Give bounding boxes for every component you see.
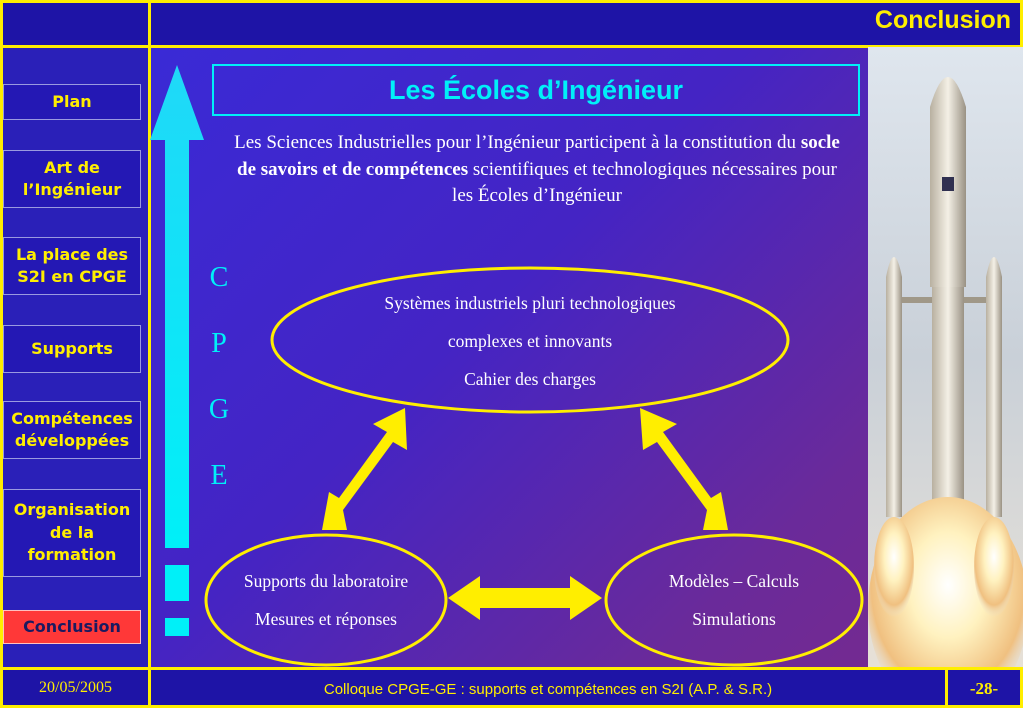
- left-ellipse-line2: Mesures et réponses: [255, 609, 397, 629]
- nav-supports[interactable]: Supports: [3, 325, 141, 373]
- bottom-bar: [0, 667, 1023, 708]
- left-ellipse: [204, 533, 448, 667]
- right-ellipse-text: Modèles – Calculs Simulations: [614, 562, 854, 638]
- page-title: Conclusion: [874, 6, 1011, 34]
- top-bar: [0, 0, 1023, 47]
- footer-date: 20/05/2005: [39, 679, 112, 696]
- section-heading: Les Écoles d’Ingénieur: [212, 64, 860, 116]
- intro-paragraph: Les Sciences Industrielles pour l’Ingéni…: [232, 130, 842, 210]
- nav-organisation[interactable]: Organisation de la formation: [3, 489, 141, 577]
- top-ellipse-text: Systèmes industriels pluri technologique…: [300, 284, 760, 398]
- top-ellipse-line2: complexes et innovants: [447, 331, 613, 351]
- top-title-frame: [148, 0, 1023, 48]
- cpge-arrow: [150, 65, 204, 548]
- right-ellipse-line1: Modèles – Calculs: [668, 571, 800, 591]
- double-arrow-horizontal: [448, 576, 602, 620]
- footer-page-frame: [945, 667, 1023, 708]
- cpge-arrow-dash-2: [165, 618, 189, 636]
- top-ellipse-line3: Cahier des charges: [464, 369, 596, 389]
- nav-art-de-l-ingenieur[interactable]: Art de l’Ingénieur: [3, 150, 141, 208]
- right-ellipse: [604, 533, 864, 667]
- intro-bold: socle de savoirs et de compétences: [237, 132, 840, 180]
- top-ellipse-line1: Systèmes industriels pluri technologique…: [384, 293, 676, 313]
- cpge-letter-e: E: [210, 460, 228, 491]
- left-ellipse-text: Supports du laboratoire Mesures et répon…: [206, 562, 446, 638]
- cpge-letter-g: G: [208, 394, 230, 425]
- nav-competences[interactable]: Compétences développées: [3, 401, 141, 459]
- cpge-arrow-dash-1: [165, 565, 189, 601]
- nav-plan[interactable]: Plan: [3, 84, 141, 120]
- cpge-letter-c: C: [209, 262, 229, 293]
- cpge-letter-p: P: [211, 328, 227, 359]
- intro-part2: scientifiques et technologiques nécessai…: [452, 158, 837, 207]
- section-heading-text: Les Écoles d’Ingénieur: [388, 74, 684, 105]
- footer-caption: Colloque CPGE-GE : supports et compétenc…: [323, 681, 773, 698]
- rocket-illustration: [868, 77, 1023, 667]
- left-ellipse-line1: Supports du laboratoire: [243, 571, 409, 591]
- nav-conclusion[interactable]: Conclusion: [3, 610, 141, 644]
- right-ellipse-line2: Simulations: [692, 609, 776, 629]
- nav-la-place-des-s2i[interactable]: La place des S2I en CPGE: [3, 237, 141, 295]
- double-arrow-right: [640, 408, 728, 530]
- intro-part1: Les Sciences Industrielles pour l’Ingéni…: [234, 132, 801, 153]
- rocket-image: [868, 47, 1023, 667]
- footer-page-number: -28-: [969, 679, 999, 698]
- nav-conclusion-label: Conclusion: [23, 616, 121, 636]
- top-ellipse: [270, 266, 790, 414]
- double-arrow-left: [322, 408, 407, 530]
